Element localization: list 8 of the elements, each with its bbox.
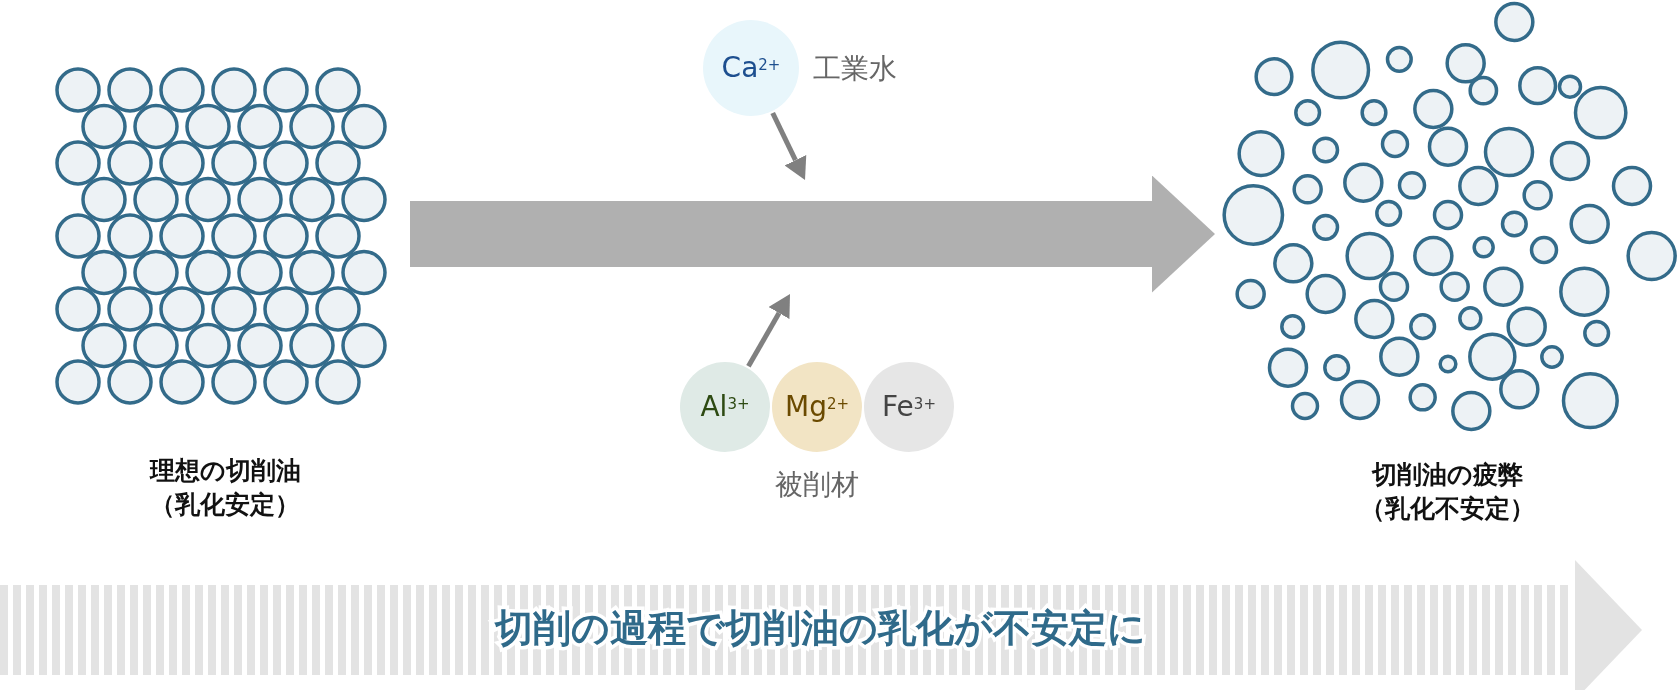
block-arrow bbox=[410, 175, 1215, 293]
arrow bbox=[746, 294, 790, 368]
process-statement: 切削の過程で切削油の乳化が不安定に bbox=[493, 605, 1147, 652]
node-label: 被削材 bbox=[774, 467, 860, 503]
node-label: 切削油の疲弊（乳化不安定） bbox=[1359, 459, 1536, 525]
node-label: 理想の切削油（乳化安定） bbox=[148, 455, 302, 521]
arrow bbox=[770, 111, 807, 180]
node-label: 工業水 bbox=[813, 51, 897, 87]
